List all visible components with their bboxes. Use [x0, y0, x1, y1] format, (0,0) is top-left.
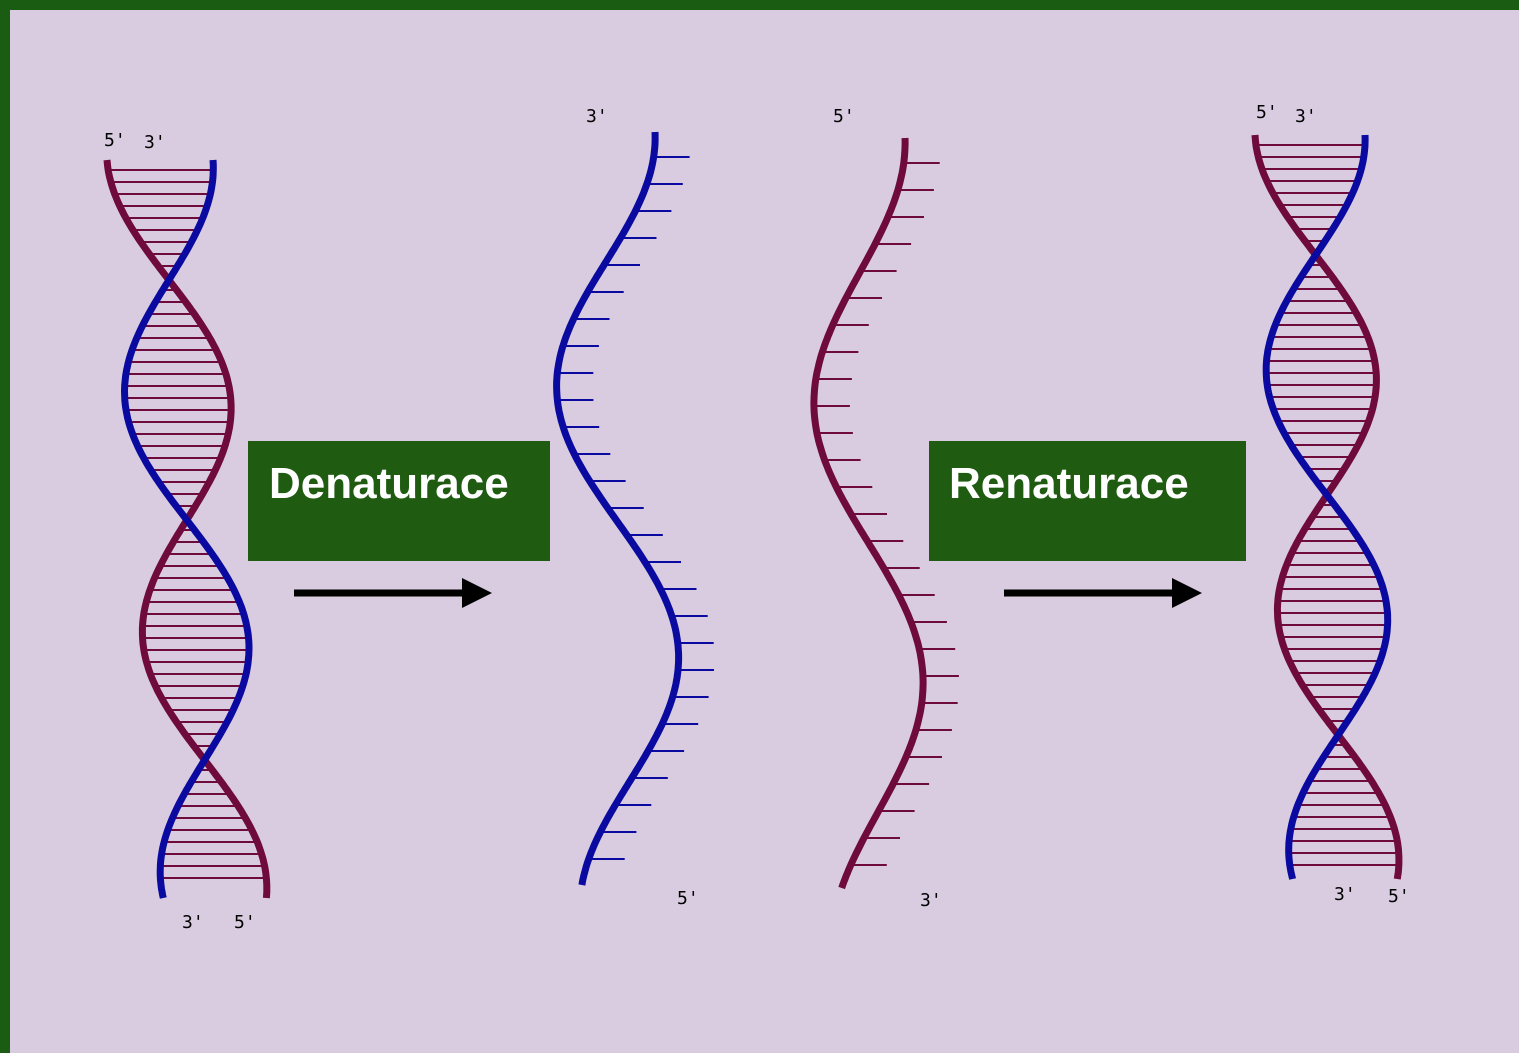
blue-strand-bottom-end: 5' — [677, 888, 699, 909]
helix1-bottom-right-end: 5' — [234, 912, 256, 933]
helix1-top-left-end: 5' — [104, 130, 126, 151]
helix2-bottom-left-end: 3' — [1334, 884, 1356, 905]
blue-strand-top-end: 3' — [586, 106, 608, 127]
diagram-background — [10, 10, 1519, 1053]
denaturation-label: Denaturace — [269, 459, 509, 508]
helix1-bottom-left-end: 3' — [182, 912, 204, 933]
helix1-top-right-end: 3' — [144, 132, 166, 153]
denaturation-label-box: Denaturace — [248, 441, 550, 561]
helix2-top-left-end: 5' — [1256, 102, 1278, 123]
maroon-strand-bottom-end: 3' — [920, 890, 942, 911]
renaturation-label-box: Renaturace — [929, 441, 1246, 561]
helix2-bottom-right-end: 5' — [1388, 886, 1410, 907]
helix2-top-right-end: 3' — [1295, 106, 1317, 127]
maroon-strand-top-end: 5' — [833, 106, 855, 127]
renaturation-label: Renaturace — [949, 459, 1189, 508]
